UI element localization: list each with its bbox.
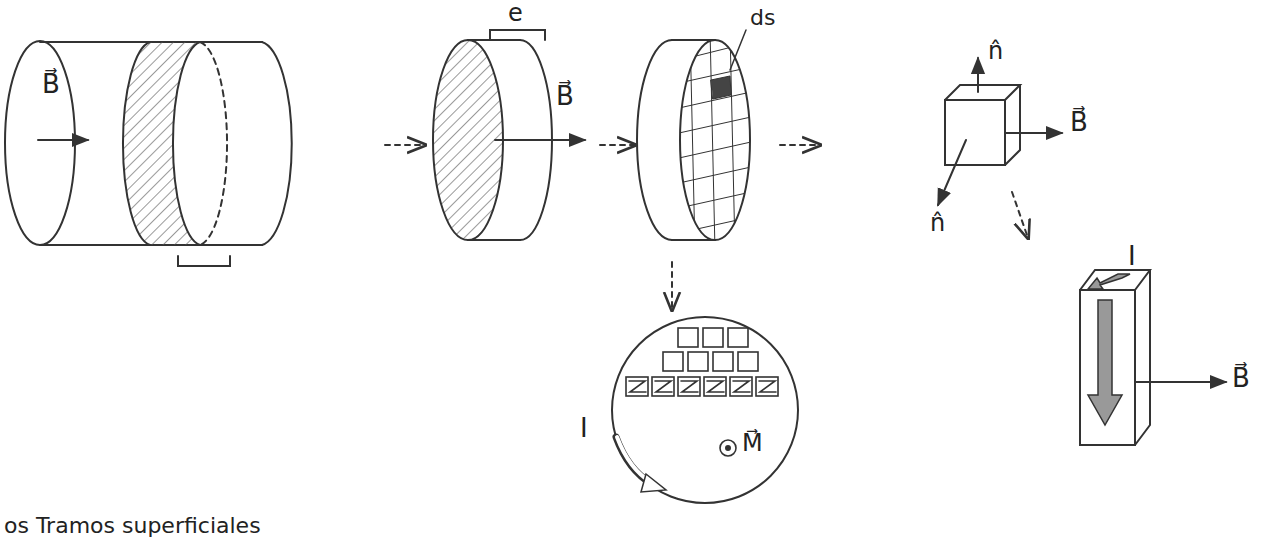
gridded-disc [637, 30, 760, 250]
field-label: B⃗ [42, 70, 60, 99]
note-text: os Tramos superficiales [4, 514, 261, 538]
current-label: I [580, 414, 588, 443]
magnetization-label: M⃗ [742, 430, 763, 456]
thickness-label: e [508, 0, 523, 26]
area-label: ds [750, 6, 775, 30]
field-label: B⃗ [1070, 108, 1088, 137]
field-label: B⃗ [1232, 364, 1250, 393]
volume-element [938, 58, 1062, 205]
current-block [1080, 270, 1226, 445]
slice-disc [433, 30, 585, 240]
normal-label: n̂ [930, 210, 945, 236]
surface-currents-circle [612, 317, 798, 503]
current-label: I [1128, 242, 1136, 271]
cylinder [5, 41, 292, 266]
normal-label: n̂ [988, 38, 1003, 64]
field-label: B⃗ [556, 82, 574, 111]
